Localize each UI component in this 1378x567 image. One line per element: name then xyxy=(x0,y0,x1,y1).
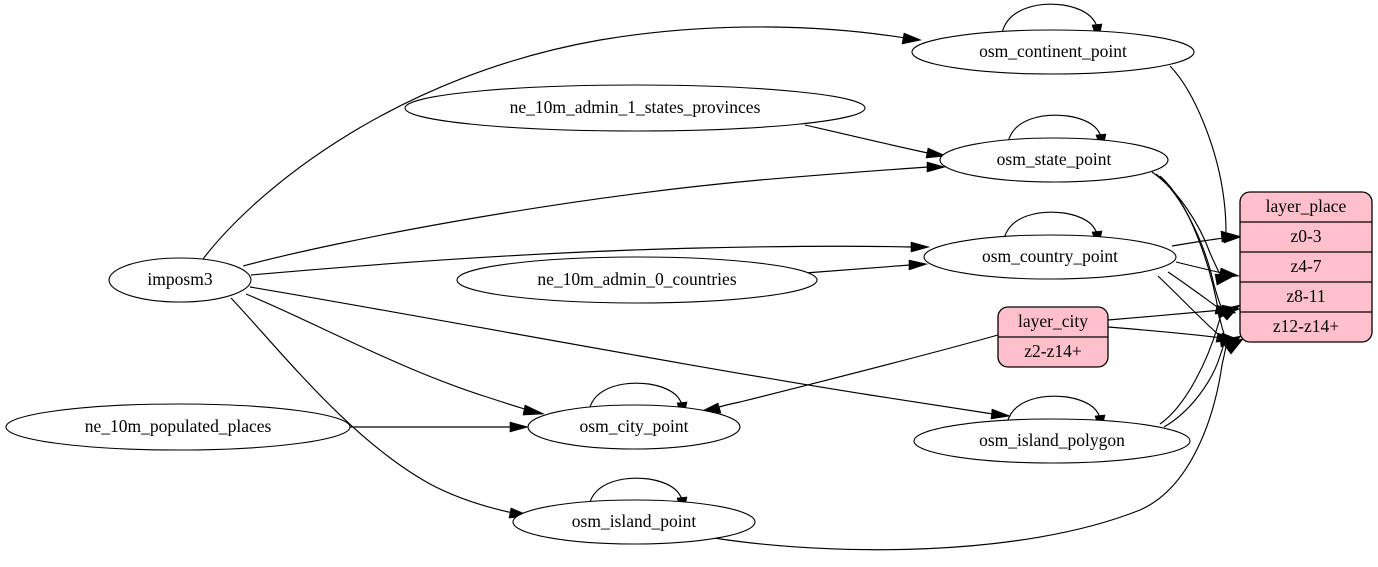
record-node-layer-place[interactable]: layer_place z0-3 z4-7 z8-11 z12-z14+ xyxy=(1239,191,1373,343)
node-osm-island-polygon[interactable]: osm_island_polygon xyxy=(913,418,1191,464)
node-osm-city-point[interactable]: osm_city_point xyxy=(527,404,741,450)
node-label-imposm3: imposm3 xyxy=(147,269,212,289)
edge-imposm3-to-osm_city_point xyxy=(245,293,545,416)
node-shape-imposm3[interactable] xyxy=(108,257,252,303)
node-label-osm-island-point: osm_island_point xyxy=(572,511,697,531)
edge-ne_10m_populated_places-to-osm_city_point xyxy=(350,421,530,433)
node-shape-osm-continent-point[interactable] xyxy=(911,29,1195,75)
node-shape-osm-country-point[interactable] xyxy=(923,234,1177,280)
node-ne-10m-admin-1-states-provinces[interactable]: ne_10m_admin_1_states_provinces xyxy=(404,84,866,132)
node-imposm3[interactable]: imposm3 xyxy=(108,257,252,303)
node-label-ne-10m-admin-0-countries: ne_10m_admin_0_countries xyxy=(537,269,736,289)
node-osm-state-point[interactable]: osm_state_point xyxy=(939,137,1169,183)
edge-osm_island_polygon-to-layer_place-z8-11 xyxy=(1159,304,1241,425)
node-label-osm-city-point: osm_city_point xyxy=(580,416,689,436)
node-shape-osm-city-point[interactable] xyxy=(527,404,741,450)
node-shape-ne-10m-populated-places[interactable] xyxy=(5,403,351,451)
node-ne-10m-populated-places[interactable]: ne_10m_populated_places xyxy=(5,403,351,451)
record-node-layer-city[interactable]: layer_city z2-z14+ xyxy=(997,306,1109,368)
record-row-layer-city-z2-z14[interactable]: z2-z14+ xyxy=(1024,341,1082,361)
node-label-osm-country-point: osm_country_point xyxy=(982,246,1118,266)
edge-ne_10m_admin_1_states_provinces-to-osm_state_point xyxy=(804,124,948,159)
edge-imposm3-to-osm_continent_point xyxy=(202,26,923,260)
edge-osm_country_point-to-layer_place-z0-3 xyxy=(1171,232,1243,247)
record-row-layer-city-title: layer_city xyxy=(1018,311,1088,331)
record-box-layer-place[interactable] xyxy=(1239,191,1373,343)
record-node-layer: layer_place z0-3 z4-7 z8-11 z12-z14+ lay… xyxy=(997,191,1373,368)
record-row-layer-place-z4-7[interactable]: z4-7 xyxy=(1290,256,1321,276)
edge-layer xyxy=(202,3,1244,551)
node-label-osm-island-polygon: osm_island_polygon xyxy=(979,430,1125,450)
node-shape-ne-10m-admin-0-countries[interactable] xyxy=(456,256,818,304)
node-ne-10m-admin-0-countries[interactable]: ne_10m_admin_0_countries xyxy=(456,256,818,304)
record-row-layer-place-z8-11[interactable]: z8-11 xyxy=(1286,286,1325,306)
edge-imposm3-to-osm_island_polygon xyxy=(249,286,1012,420)
node-shape-ne-10m-admin-1-states-provinces[interactable] xyxy=(404,84,866,132)
edge-osm_island_point-to-layer_place-z12-z14 xyxy=(713,338,1244,551)
record-row-layer-place-z12-z14[interactable]: z12-z14+ xyxy=(1273,316,1339,336)
node-shape-osm-island-polygon[interactable] xyxy=(913,418,1191,464)
edge-osm_continent_point-to-layer_place-z0-3 xyxy=(1169,65,1240,243)
node-osm-country-point[interactable]: osm_country_point xyxy=(923,234,1177,280)
record-row-layer-place-title: layer_place xyxy=(1266,196,1347,216)
node-osm-island-point[interactable]: osm_island_point xyxy=(512,499,756,545)
node-label-ne-10m-populated-places: ne_10m_populated_places xyxy=(85,416,272,436)
node-shape-osm-island-point[interactable] xyxy=(512,499,756,545)
node-label-osm-continent-point: osm_continent_point xyxy=(979,41,1127,61)
node-label-ne-10m-admin-1-states-provinces: ne_10m_admin_1_states_provinces xyxy=(510,97,761,117)
edge-imposm3-to-osm_country_point xyxy=(250,241,931,276)
record-row-layer-place-z0-3[interactable]: z0-3 xyxy=(1290,226,1321,246)
node-label-osm-state-point: osm_state_point xyxy=(997,149,1112,169)
edge-ne_10m_admin_0_countries-to-osm_country_point xyxy=(804,259,929,274)
edge-imposm3-to-osm_state_point xyxy=(242,161,947,267)
node-layer: imposm3 ne_10m_admin_1_states_provinces … xyxy=(5,29,1195,545)
node-osm-continent-point[interactable]: osm_continent_point xyxy=(911,29,1195,75)
node-shape-osm-state-point[interactable] xyxy=(939,137,1169,183)
edge-osm_country_point-to-layer_place-z4-7 xyxy=(1175,261,1241,279)
